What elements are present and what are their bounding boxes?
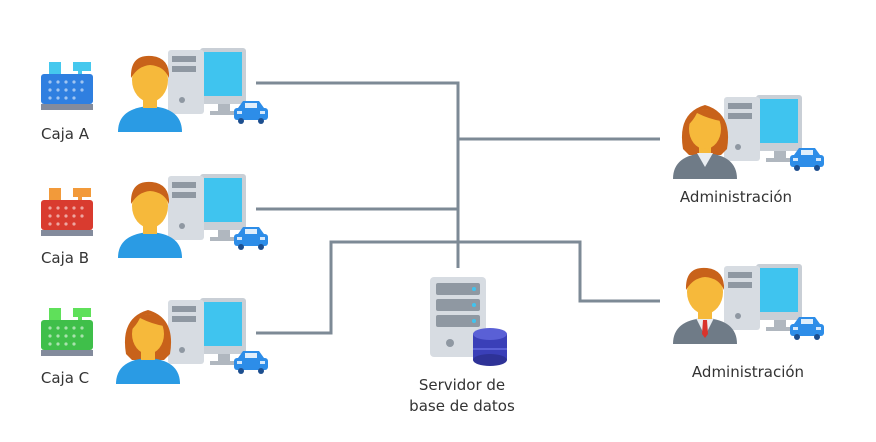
admin-2-label: Administración	[691, 363, 805, 381]
admin-2-computer-icon	[724, 264, 824, 340]
admin-1-computer-icon	[724, 95, 824, 171]
link-caja-c	[256, 240, 660, 335]
caja-b-computer-icon	[168, 174, 268, 250]
server-icon	[430, 277, 486, 357]
link-caja-a	[256, 81, 460, 268]
server-label-line1: Servidor de	[418, 376, 506, 394]
caja-a-computer-icon	[168, 48, 268, 124]
caja-b-register-icon	[41, 188, 93, 236]
connection-lines	[256, 81, 660, 335]
server-label: Servidor de base de datos	[382, 375, 542, 417]
database-icon	[473, 328, 507, 366]
admin-1-label: Administración	[679, 188, 793, 206]
caja-c-computer-icon	[168, 298, 268, 374]
caja-c-register-icon	[41, 308, 93, 356]
caja-a-label: Caja A	[40, 125, 90, 143]
server-label-line2: base de datos	[409, 397, 515, 415]
caja-a-register-icon	[41, 62, 93, 110]
caja-c-label: Caja C	[40, 369, 90, 387]
caja-b-label: Caja B	[40, 249, 90, 267]
